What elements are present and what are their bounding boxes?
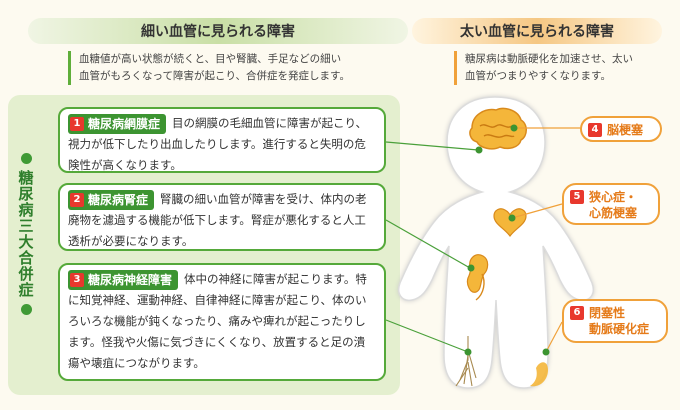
small-vessel-description: 血糖値が高い状態が続くと、目や腎臓、手足などの細い 血管がもろくなって障害が起こ… (68, 51, 379, 85)
panel-vertical-title: 糖尿病三大合併症 (14, 150, 38, 318)
small-vessel-header: 細い血管に見られる障害 (28, 18, 408, 44)
number-badge: 3 (70, 273, 84, 287)
number-badge: 6 (570, 306, 584, 320)
number-badge: 4 (588, 123, 602, 137)
number-badge: 5 (570, 190, 584, 204)
complication-box-nephropathy: 2 糖尿病腎症腎臓の細い血管が障害を受け、体内の老廃物を濾過する機能が低下します。… (58, 183, 386, 251)
label-line: 動脈硬化症 (589, 322, 650, 336)
large-vessel-desc-line: 血管がつまりやすくなります。 (465, 70, 611, 82)
number-badge: 2 (70, 193, 84, 207)
small-vessel-title: 細い血管に見られる障害 (141, 24, 295, 40)
connector-dot (542, 348, 550, 356)
label-text: 閉塞性 動脈硬化症 (589, 305, 649, 337)
label-line: 狭心症・ (589, 190, 638, 204)
complication-title: 糖尿病腎症 (88, 193, 149, 207)
label-line: 閉塞性 (589, 306, 626, 320)
nerve-icon (455, 336, 477, 387)
bullet-dot-icon (20, 153, 32, 164)
connector-artery (545, 321, 563, 353)
complication-tag: 2 糖尿病腎症 (68, 190, 155, 210)
connector-dot (510, 124, 518, 132)
panel-title: 糖尿病三大合併症 (16, 170, 35, 298)
label-cerebral-infarction: 4 脳梗塞 (580, 116, 662, 142)
large-vessel-header: 太い血管に見られる障害 (412, 18, 662, 44)
complication-tag: 3 糖尿病神経障害 (68, 270, 179, 290)
small-vessel-desc-line: 血糖値が高い状態が続くと、目や腎臓、手足などの細い (79, 53, 342, 65)
large-vessel-title: 太い血管に見られる障害 (460, 24, 614, 40)
complication-box-neuropathy: 3 糖尿病神経障害体中の神経に障害が起こります。特に知覚神経、運動神経、自律神経に… (58, 263, 386, 381)
complication-tag: 1 糖尿病網膜症 (68, 114, 167, 134)
connector-dot (467, 264, 475, 272)
label-arteriosclerosis-obliterans: 6 閉塞性 動脈硬化症 (562, 299, 668, 343)
label-angina-mi: 5 狭心症・ 心筋梗塞 (562, 183, 660, 225)
complication-text: 腎臓の細い血管が障害を受け、体内の老廃物を濾過する機能が低下します。腎症が悪化す… (68, 192, 367, 248)
human-body-silhouette (398, 96, 594, 389)
complication-box-retinopathy: 1 糖尿病網膜症目の網膜の毛細血管に障害が起こり、視力が低下したり出血したりします… (58, 107, 386, 173)
large-vessel-desc-line: 糖尿病は動脈硬化を加速させ、太い (465, 53, 633, 65)
number-badge: 1 (70, 117, 84, 131)
complication-title: 糖尿病神経障害 (88, 273, 173, 287)
large-vessel-description: 糖尿病は動脈硬化を加速させ、太い 血管がつまりやすくなります。 (454, 51, 680, 85)
label-line: 心筋梗塞 (589, 206, 638, 220)
complication-text: 体中の神経に障害が起こります。特に知覚神経、運動神経、自律神経に障害が起こり、体… (68, 272, 367, 370)
bullet-dot-icon (20, 304, 32, 315)
complication-text: 目の網膜の毛細血管に障害が起こり、視力が低下したり出血したりします。進行すると失… (68, 116, 368, 172)
connector-dot (464, 348, 472, 356)
connector-dots (464, 124, 550, 356)
connector-dot (508, 214, 516, 222)
label-text: 脳梗塞 (607, 122, 643, 138)
leg-artery-icon (530, 362, 548, 387)
connector-heart (511, 203, 563, 219)
kidney-icon (466, 254, 489, 293)
brain-icon (469, 107, 527, 150)
label-line: 脳梗塞 (607, 123, 644, 137)
connector-dot (475, 146, 483, 154)
complication-title: 糖尿病網膜症 (88, 117, 161, 131)
small-vessel-desc-line: 血管がもろくなって障害が起こり、合併症を発症します。 (79, 70, 351, 82)
label-text: 狭心症・ 心筋梗塞 (589, 189, 637, 221)
heart-icon (493, 208, 527, 237)
